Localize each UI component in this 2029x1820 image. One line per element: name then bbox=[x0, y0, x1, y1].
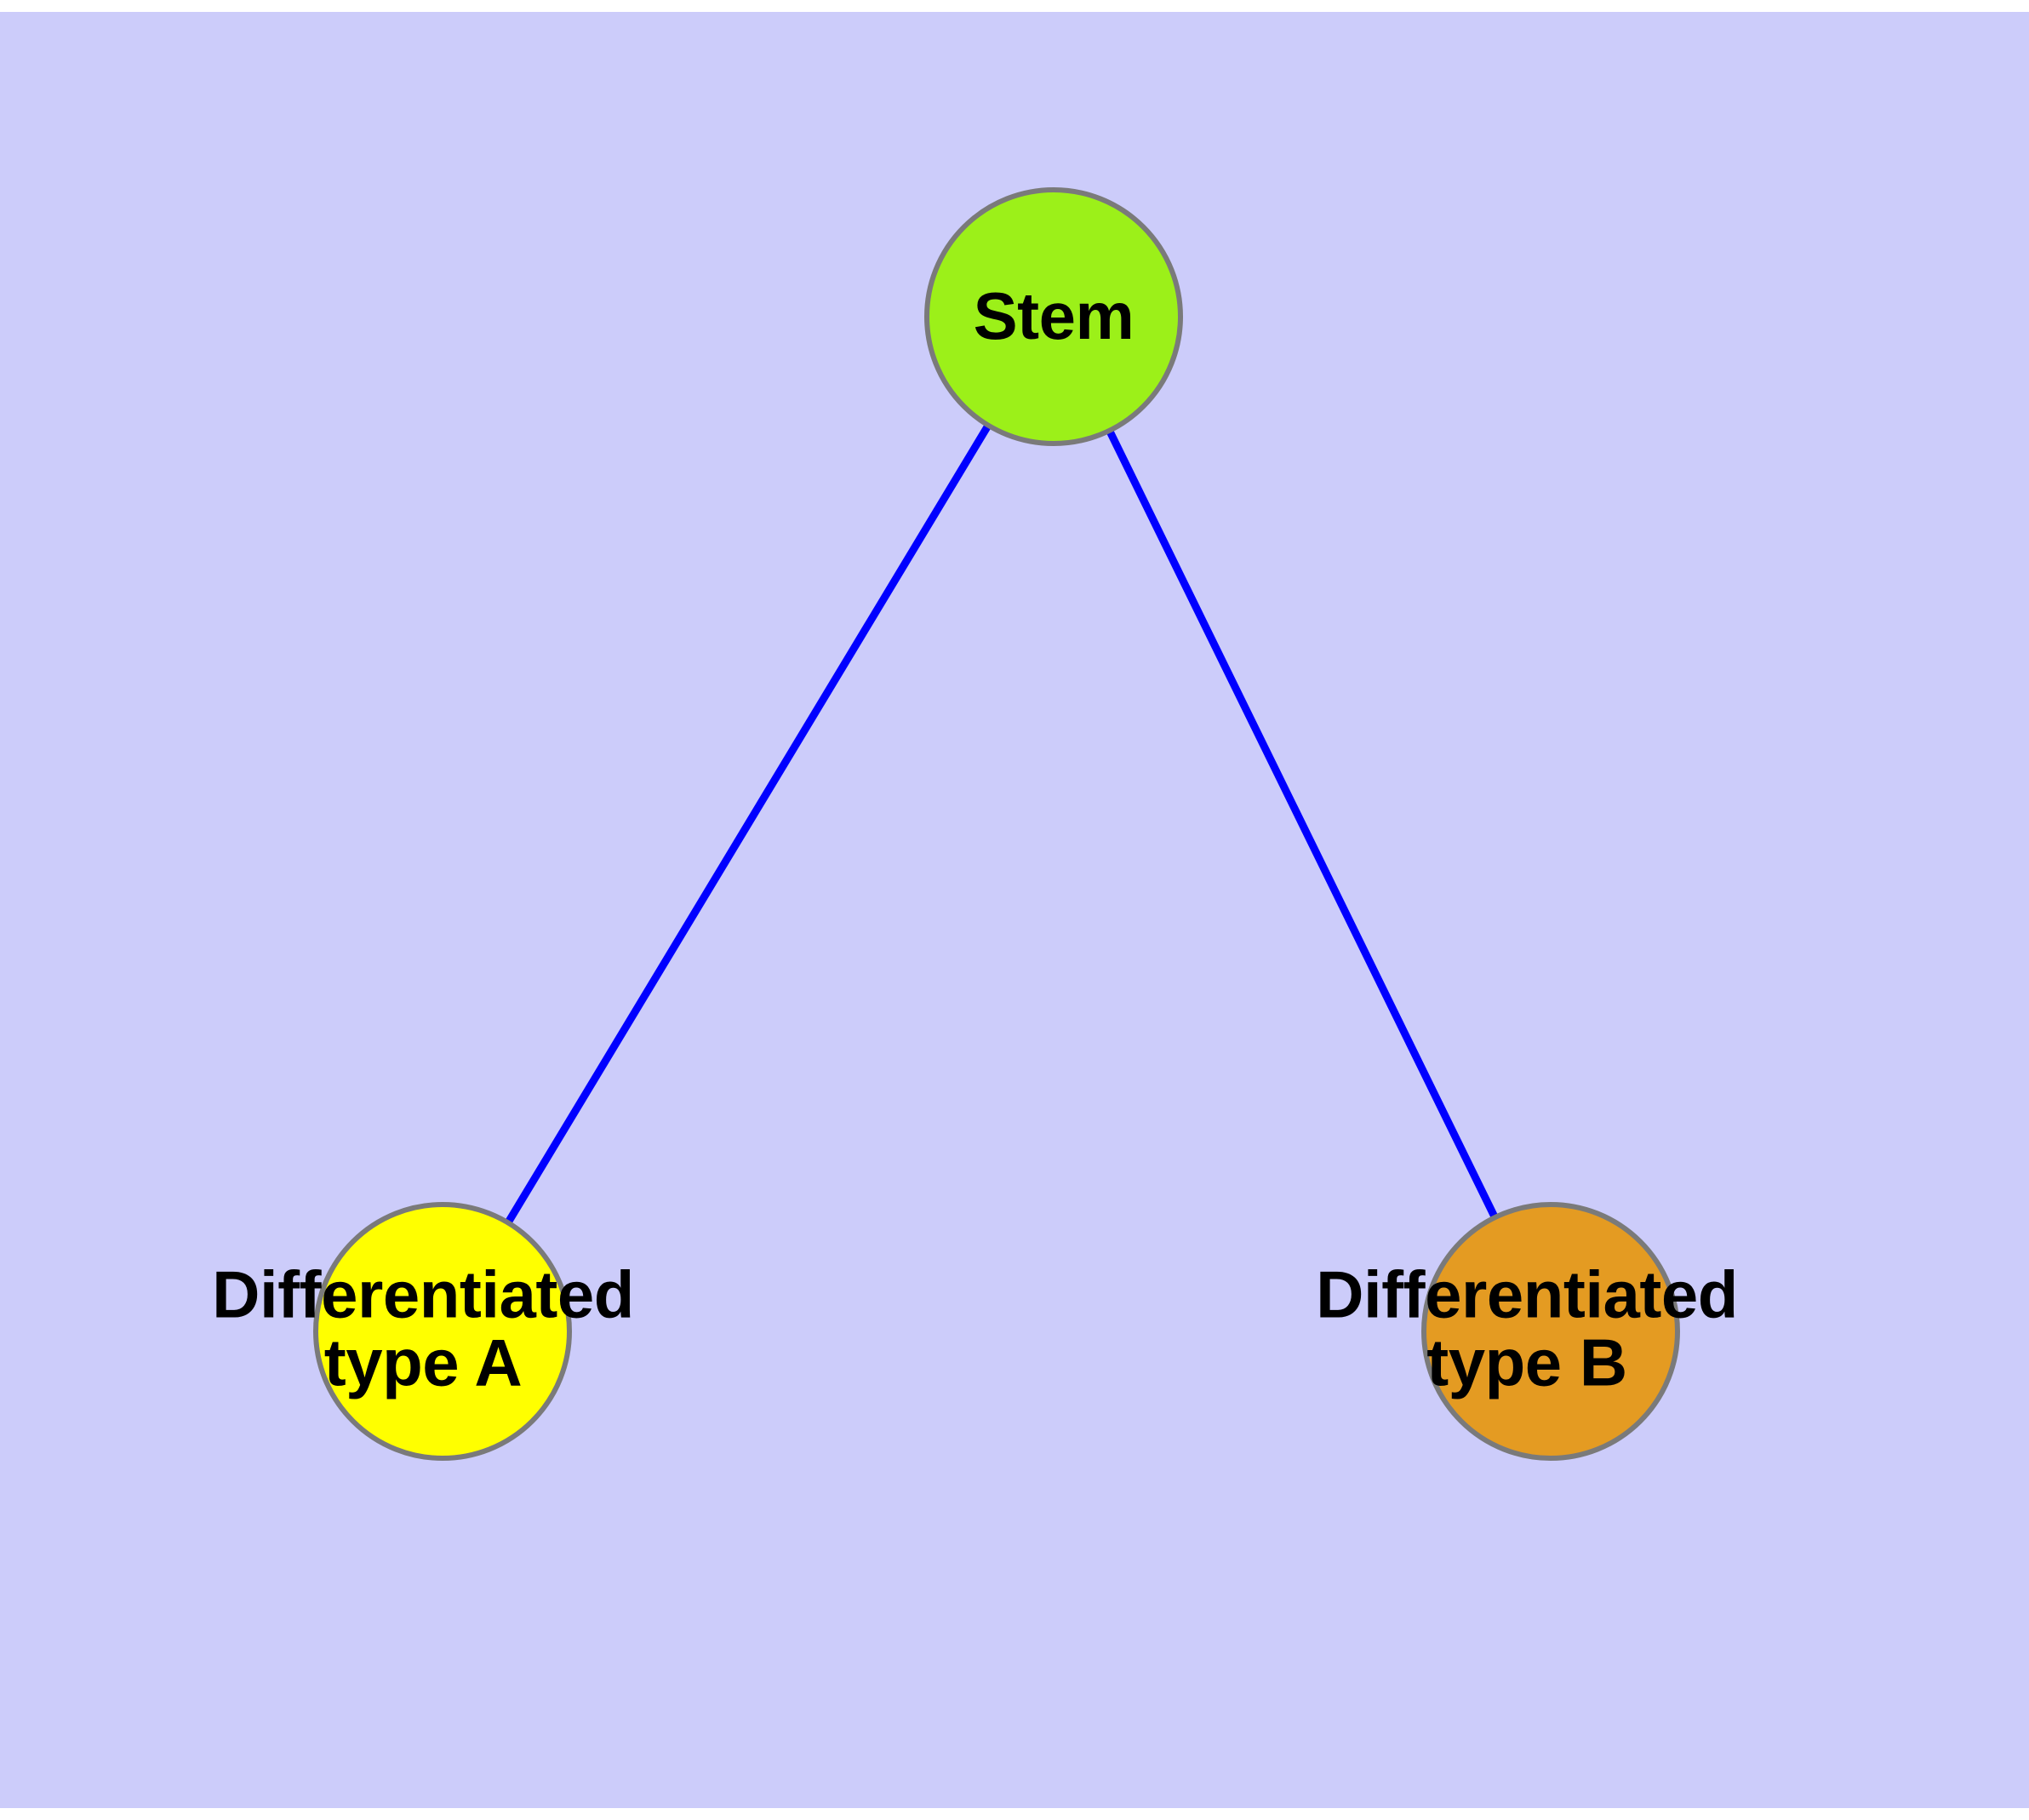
edges-layer bbox=[504, 422, 1499, 1226]
node-circle-diff_b[interactable] bbox=[1421, 1202, 1680, 1461]
edge-stem-to-diff_a bbox=[504, 422, 992, 1226]
nodes-layer bbox=[313, 187, 1680, 1461]
edge-stem-to-diff_b bbox=[1106, 427, 1499, 1221]
node-circle-diff_a[interactable] bbox=[313, 1202, 572, 1461]
node-circle-stem[interactable] bbox=[924, 187, 1183, 446]
